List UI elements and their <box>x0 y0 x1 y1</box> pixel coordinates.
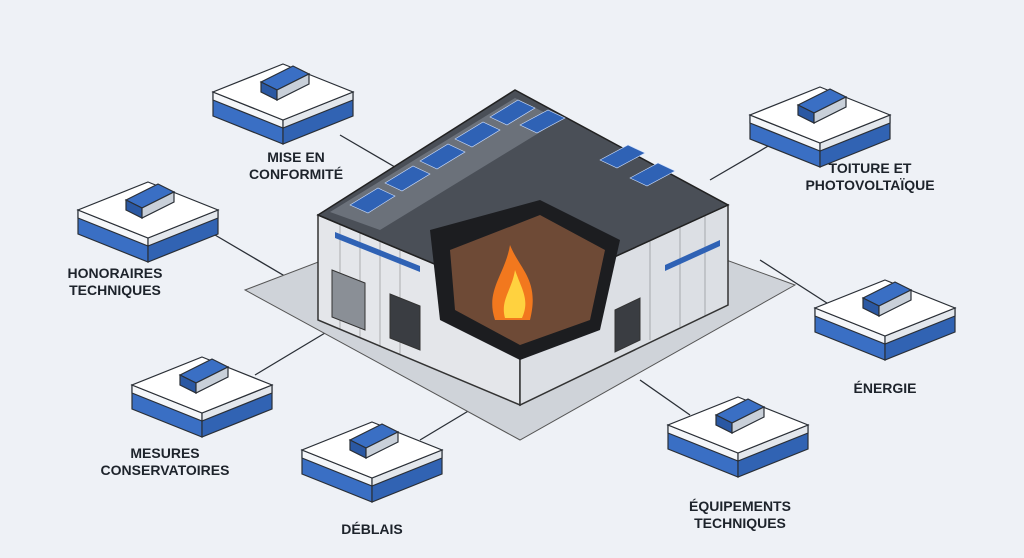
label-line: PHOTOVOLTAÏQUE <box>805 177 935 193</box>
label-line: TECHNIQUES <box>694 515 786 531</box>
label-line: TECHNIQUES <box>69 282 161 298</box>
document-icon <box>259 65 311 101</box>
label-line: MESURES <box>130 445 200 461</box>
hvac-unit-icon <box>714 398 766 434</box>
label-line: HONORAIRES <box>67 265 163 281</box>
burning-warehouse <box>316 89 730 407</box>
platform-toiture-photovoltaique <box>748 86 892 168</box>
tarp-shelter-icon <box>178 358 230 394</box>
hard-hat-icon <box>124 183 176 219</box>
platform-honoraires-techniques <box>76 181 220 263</box>
solar-panel-icon <box>796 88 848 124</box>
connector-lines <box>214 134 831 441</box>
label-line: TOITURE ET <box>828 160 912 176</box>
platform-deblais <box>300 421 444 503</box>
label-energie: ÉNERGIE <box>853 380 916 397</box>
dump-truck-icon <box>348 423 400 459</box>
label-line: MISE EN <box>267 149 325 165</box>
label-line: ÉQUIPEMENTS <box>689 498 791 514</box>
platform-mesures-conservatoires <box>130 356 274 438</box>
label-line: ÉNERGIE <box>853 380 917 396</box>
label-line: DÉBLAIS <box>341 521 403 537</box>
label-deblais: DÉBLAIS <box>341 521 402 538</box>
platform-equipements-techniques <box>666 396 810 478</box>
platform-mise-en-conformite <box>211 63 355 145</box>
label-line: CONFORMITÉ <box>248 166 344 182</box>
platform-energie <box>813 279 957 361</box>
label-line: CONSERVATOIRES <box>100 462 230 478</box>
power-pylon-icon <box>861 281 913 317</box>
